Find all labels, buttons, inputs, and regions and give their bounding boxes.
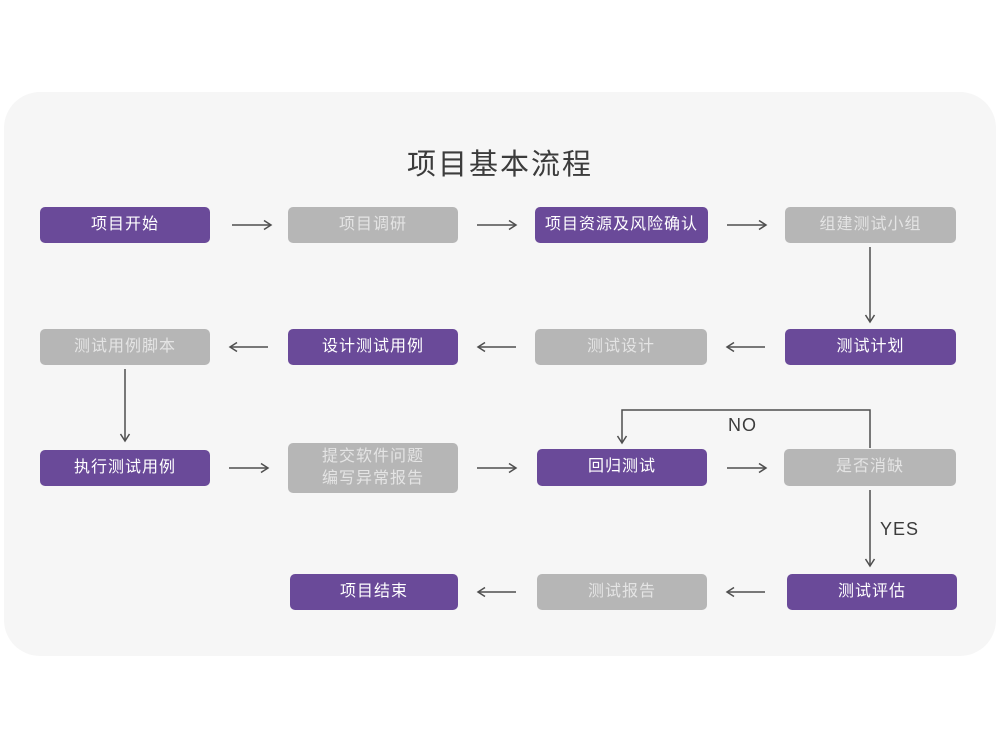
node-project-research: 项目调研 <box>288 207 458 243</box>
edge-label-yes: YES <box>880 519 920 539</box>
node-execute-test-cases: 执行测试用例 <box>40 450 210 486</box>
node-regression-test: 回归测试 <box>537 449 707 486</box>
node-submit-issue-report: 提交软件问题 编写异常报告 <box>288 443 458 493</box>
node-resource-risk-confirm: 项目资源及风险确认 <box>535 207 708 243</box>
node-test-design: 测试设计 <box>535 329 707 365</box>
edge-label-no: NO <box>728 415 757 435</box>
node-test-report: 测试报告 <box>537 574 707 610</box>
page-title: 项目基本流程 <box>406 149 593 181</box>
node-test-plan: 测试计划 <box>785 329 956 365</box>
node-test-evaluation: 测试评估 <box>787 574 957 610</box>
node-test-case-script: 测试用例脚本 <box>40 329 210 365</box>
node-defect-resolved: 是否消缺 <box>784 449 956 486</box>
flowchart-card <box>4 92 996 656</box>
node-design-test-cases: 设计测试用例 <box>288 329 458 365</box>
node-build-test-team: 组建测试小组 <box>785 207 956 243</box>
node-project-end: 项目结束 <box>290 574 458 610</box>
node-project-start: 项目开始 <box>40 207 210 243</box>
